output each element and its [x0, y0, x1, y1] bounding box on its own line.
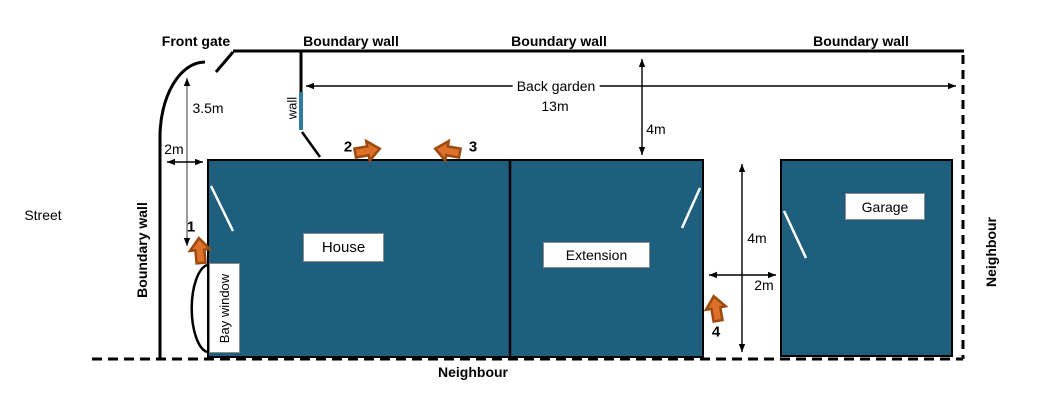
- boundary-wall-label-top-right: Boundary wall: [813, 33, 909, 49]
- front-gate-arc: [158, 60, 206, 138]
- marker-1-label: 1: [186, 218, 196, 236]
- extension-label-box: Extension: [543, 242, 650, 268]
- dim-gate-to-house-label: 3.5m: [192, 100, 224, 116]
- back-garden-label: Back garden: [512, 78, 600, 94]
- boundary-wall-label-top-middle: Boundary wall: [511, 33, 607, 49]
- bay-window-label: Bay window: [217, 273, 232, 343]
- garage-label-box: Garage: [845, 193, 925, 220]
- garden-wall-diagonal-line: [300, 131, 322, 158]
- boundary-wall-label-top-left: Boundary wall: [303, 33, 399, 49]
- house-label-box: House: [303, 233, 384, 262]
- neighbour-label-right: Neighbour: [983, 217, 999, 287]
- marker-arrow-3: [433, 138, 463, 164]
- neighbour-label-bottom: Neighbour: [438, 364, 508, 380]
- marker-3-label: 3: [468, 138, 478, 156]
- garage-label: Garage: [861, 198, 909, 215]
- dim-wall-to-house-label: 2m: [164, 141, 184, 157]
- dim-gap-depth-label: 4m: [747, 230, 767, 246]
- marker-arrow-1: [187, 236, 213, 265]
- front-gate-label: Front gate: [161, 33, 231, 49]
- wall-label: wall: [284, 96, 300, 120]
- marker-arrow-2: [352, 138, 382, 164]
- street-label: Street: [24, 207, 62, 223]
- bay-window-box: Bay window: [209, 263, 240, 353]
- marker-arrow-4: [703, 294, 729, 324]
- dim-house-to-boundary-label: 4m: [646, 121, 666, 137]
- front-gate-open-line: [214, 51, 235, 73]
- back-garden-width-label: 13m: [541, 98, 569, 114]
- extension-label: Extension: [565, 247, 628, 263]
- house-door-line: [209, 185, 235, 232]
- marker-2-label: 2: [343, 138, 353, 156]
- dim-gap-width-label: 2m: [754, 277, 774, 293]
- house-label: House: [321, 239, 366, 256]
- boundary-wall-label-left: Boundary wall: [134, 202, 150, 298]
- bay-window-arc: [190, 263, 208, 354]
- marker-4-label: 4: [711, 323, 721, 341]
- garage-door-line: [782, 210, 808, 259]
- garage-block: [780, 159, 953, 357]
- extension-door-line: [680, 187, 702, 229]
